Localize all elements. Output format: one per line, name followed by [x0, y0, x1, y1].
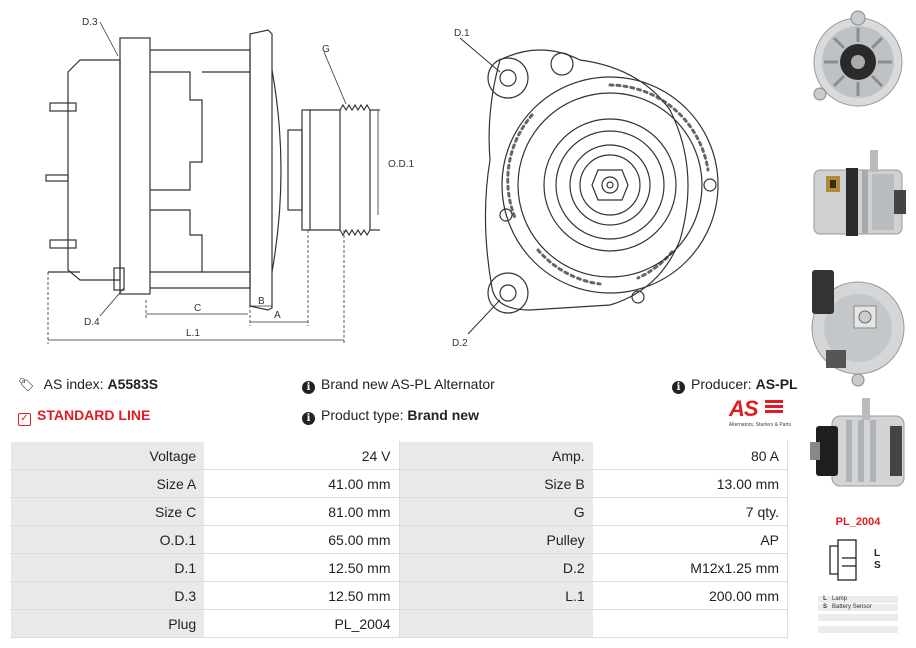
- label-l1: L.1: [186, 328, 200, 339]
- standard-line-label: STANDARD LINE: [37, 407, 151, 423]
- alternator-photo-side[interactable]: [806, 146, 910, 256]
- product-type-label: Product type:: [321, 407, 404, 423]
- spec-value: [592, 609, 789, 638]
- info-icon: i: [302, 381, 315, 394]
- spec-label: O.D.1: [9, 525, 206, 554]
- spec-value: 7 qty.: [592, 497, 789, 526]
- label-a: A: [274, 310, 281, 321]
- spec-label: Plug: [9, 609, 206, 638]
- as-pl-logo: AS Alternators, Starters & Parts: [715, 396, 791, 430]
- alternator-photo-front[interactable]: [806, 4, 910, 116]
- spec-label: Amp.: [398, 441, 594, 470]
- spec-value: M12x1.25 mm: [592, 553, 789, 582]
- spec-value: 12.50 mm: [204, 553, 400, 582]
- front-view-drawing: D.1 D.2: [452, 28, 719, 349]
- alternator-photo-rear[interactable]: [806, 258, 910, 390]
- spec-label: [398, 609, 594, 638]
- label-g: G: [322, 44, 330, 55]
- label-d2: D.2: [452, 338, 468, 349]
- spec-value: 80 A: [592, 441, 789, 470]
- logo-tagline: Alternators, Starters & Parts: [728, 422, 791, 428]
- plug-legend-key: L: [823, 596, 827, 602]
- plug-pin-s: S: [874, 560, 881, 571]
- spec-label: Size B: [398, 469, 594, 498]
- alternator-photo-angle[interactable]: [806, 396, 910, 500]
- spec-label: L.1: [398, 581, 594, 610]
- spec-label: Pulley: [398, 525, 594, 554]
- as-index-value: A5583S: [107, 376, 159, 392]
- spec-label: D.2: [398, 553, 594, 582]
- brand-text: Brand new AS-PL Alternator: [321, 376, 495, 392]
- spec-value: PL_2004: [204, 609, 400, 638]
- plug-legend-key: S: [822, 604, 827, 610]
- plug-legend-text: Lamp: [832, 596, 848, 602]
- spec-value: AP: [592, 525, 789, 554]
- producer-row: i Producer: AS-PL: [672, 376, 798, 394]
- plug-pin-l: L: [874, 548, 881, 559]
- spec-label: Size C: [9, 497, 206, 526]
- spec-label: G: [398, 497, 594, 526]
- plug-diagram: L S: [820, 536, 900, 586]
- line-row: ✓ STANDARD LINE: [18, 407, 150, 426]
- plug-legend-row: S Battery Sensor: [818, 604, 898, 611]
- label-c: C: [194, 303, 201, 314]
- as-index-row: 🏷︎ AS index: A5583S: [18, 376, 158, 393]
- plug-code: PL_2004: [835, 516, 881, 528]
- label-d3: D.3: [82, 17, 98, 28]
- spec-value: 200.00 mm: [592, 581, 789, 610]
- spec-value: 41.00 mm: [204, 469, 400, 498]
- plug-legend-text: Battery Sensor: [832, 604, 872, 610]
- spec-label: Voltage: [9, 441, 206, 470]
- label-d1: D.1: [454, 28, 470, 39]
- info-icon: i: [302, 412, 315, 425]
- label-od1: O.D.1: [388, 159, 415, 170]
- plug-legend-row: [818, 614, 898, 621]
- info-icon: i: [672, 381, 685, 394]
- spec-value: 24 V: [204, 441, 400, 470]
- spec-label: Size A: [9, 469, 206, 498]
- as-index-label: AS index:: [43, 376, 104, 392]
- label-d4: D.4: [84, 317, 100, 328]
- brand-row: i Brand new AS-PL Alternator: [302, 376, 495, 394]
- spec-value: 13.00 mm: [592, 469, 789, 498]
- tags-icon: 🏷︎: [18, 377, 35, 392]
- spec-label: D.3: [9, 581, 206, 610]
- spec-label: D.1: [9, 553, 206, 582]
- plug-legend-row: [818, 626, 898, 633]
- spec-value: 12.50 mm: [204, 581, 400, 610]
- producer-label: Producer:: [691, 376, 752, 392]
- plug-connector-icon: [829, 539, 857, 581]
- product-type-row: i Product type: Brand new: [302, 407, 479, 425]
- producer-value: AS-PL: [755, 376, 798, 392]
- product-type-value: Brand new: [407, 407, 479, 423]
- plug-legend-row: L Lamp: [818, 596, 898, 603]
- label-b: B: [258, 296, 265, 307]
- logo-mark: AS: [729, 396, 759, 421]
- spec-value: 65.00 mm: [204, 525, 400, 554]
- checkbox-icon: ✓: [18, 413, 31, 426]
- side-view-drawing: D.3 G O.D.1 D.4 C B A L.1: [45, 17, 415, 344]
- logo-stripes: [765, 400, 783, 413]
- spec-value: 81.00 mm: [204, 497, 400, 526]
